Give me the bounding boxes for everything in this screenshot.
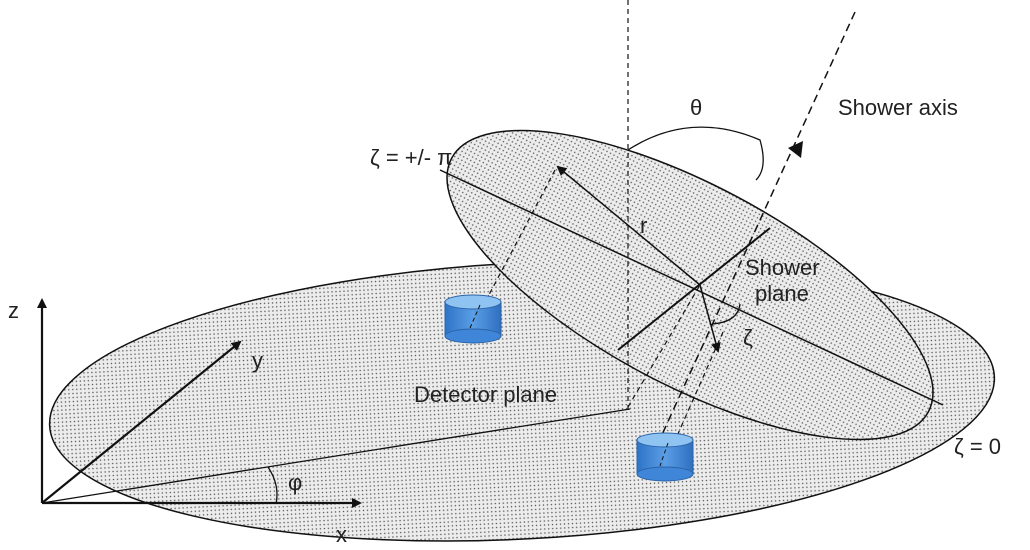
zeta-vector-arrow xyxy=(699,284,721,353)
y-axis-label: y xyxy=(252,348,263,373)
theta-angle-arc xyxy=(627,126,764,181)
phi-label: φ xyxy=(288,470,302,495)
azimuth-line xyxy=(41,408,631,504)
zeta-zero-label: ζ = 0 xyxy=(954,434,1001,459)
shower-plane-label: Shower plane xyxy=(745,255,826,306)
zeta-pm-pi-label: ζ = +/- π xyxy=(370,145,452,170)
tank-projection-dashed-lower xyxy=(661,331,724,471)
r-label: r xyxy=(640,213,647,238)
x-axis-label: x xyxy=(336,522,347,547)
shower-plane-major-axis xyxy=(439,169,944,406)
zeta-angle-arc xyxy=(711,303,741,325)
shower-plane-label-line1: Shower xyxy=(745,255,820,280)
z-axis-label: z xyxy=(8,298,19,323)
shower-axis-line xyxy=(654,11,856,451)
shower-axis-label: Shower axis xyxy=(838,95,958,120)
theta-label: θ xyxy=(690,95,702,120)
shower-plane-cross-line xyxy=(617,227,771,351)
ground-projection-dashed xyxy=(627,284,701,408)
r-vector-arrow xyxy=(556,165,701,286)
detector-plane-label: Detector plane xyxy=(414,382,557,407)
cylinder-tank-icon xyxy=(444,294,502,344)
cylinder-tank-icon xyxy=(636,432,694,482)
shower-plane-ellipse xyxy=(446,129,934,441)
phi-angle-arc xyxy=(267,466,278,505)
y-axis-arrow xyxy=(41,340,242,504)
shower-plane-label-line2: plane xyxy=(755,281,809,306)
shower-axis-arrowhead xyxy=(788,141,803,158)
zeta-label: ζ xyxy=(743,325,753,350)
